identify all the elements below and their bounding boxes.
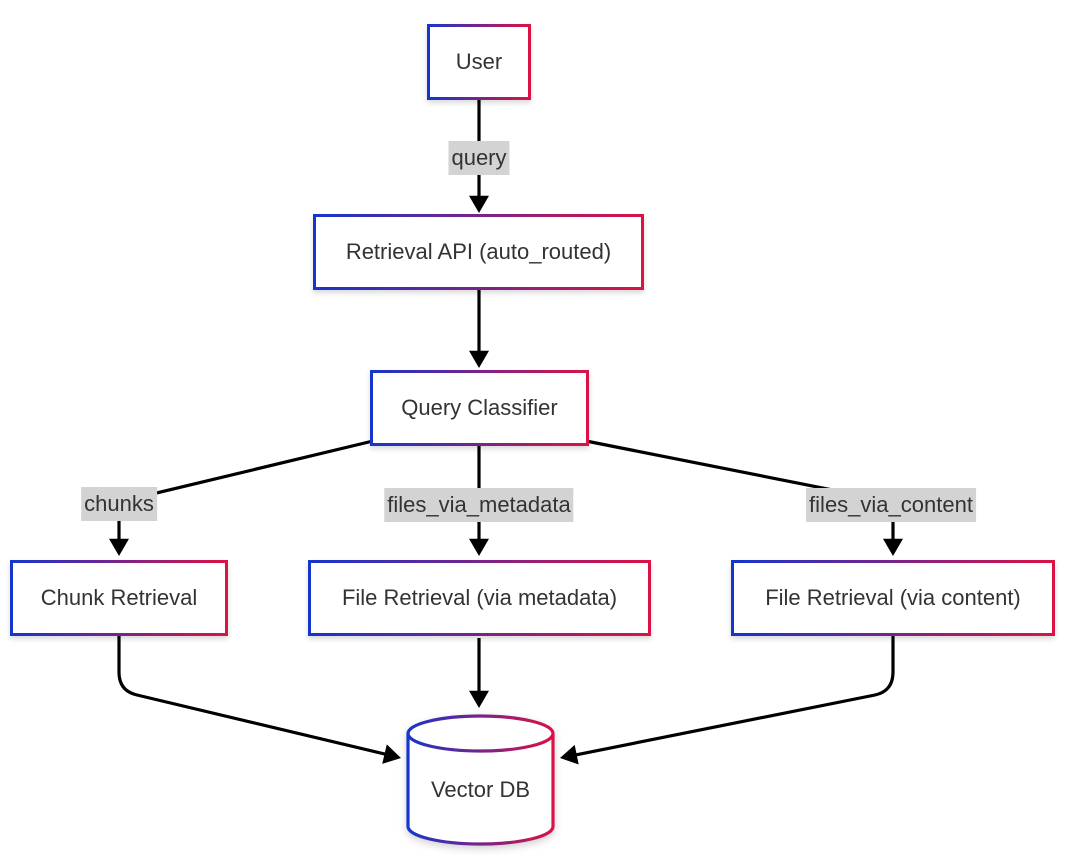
vectordb-cylinder-body-fill — [408, 733, 553, 844]
node-retrieval-api: Retrieval API (auto_routed) — [313, 214, 644, 290]
edge-label-chunks: chunks — [81, 487, 157, 521]
node-vectordb-shape — [406, 714, 555, 846]
edge-label-files-via-content: files_via_content — [806, 488, 976, 522]
edge-user-api-arrowhead — [469, 195, 489, 213]
edge-chunk-vectordb-line — [117, 636, 386, 756]
edge-classifier-filecontent-arrowhead — [883, 538, 903, 556]
edge-classifier-chunk-arrowhead — [109, 538, 129, 556]
node-retrieval-api-label: Retrieval API (auto_routed) — [345, 239, 612, 264]
node-user: User — [427, 24, 531, 100]
edge-filecontent-vectordb-arrowhead — [560, 744, 579, 765]
vectordb-cylinder-body-outline — [406, 733, 555, 846]
edge-classifier-filemeta-arrowhead — [469, 538, 489, 556]
edge-label-files-via-metadata: files_via_metadata — [384, 488, 574, 522]
node-chunk-retrieval: Chunk Retrieval — [10, 560, 228, 636]
node-file-retrieval-content: File Retrieval (via content) — [731, 560, 1055, 636]
edge-classifier-chunk-line — [117, 439, 374, 540]
edge-filemeta-vectordb-arrowhead — [469, 690, 489, 708]
edge-filecontent-vectordb-line — [575, 636, 895, 757]
edge-label-query: query — [448, 141, 510, 175]
node-file-retrieval-metadata-label: File Retrieval (via metadata) — [341, 585, 618, 610]
node-query-classifier-label: Query Classifier — [401, 395, 558, 420]
vectordb-cylinder-top — [406, 714, 555, 753]
node-chunk-retrieval-label: Chunk Retrieval — [40, 585, 198, 610]
edge-chunk-vectordb-arrowhead — [382, 744, 401, 764]
node-file-retrieval-content-label: File Retrieval (via content) — [765, 585, 1021, 610]
node-file-retrieval-metadata: File Retrieval (via metadata) — [308, 560, 651, 636]
node-query-classifier: Query Classifier — [370, 370, 589, 446]
node-user-label: User — [455, 49, 503, 74]
node-vectordb-label: Vector DB — [430, 777, 531, 802]
edge-api-classifier-arrowhead — [469, 350, 489, 368]
